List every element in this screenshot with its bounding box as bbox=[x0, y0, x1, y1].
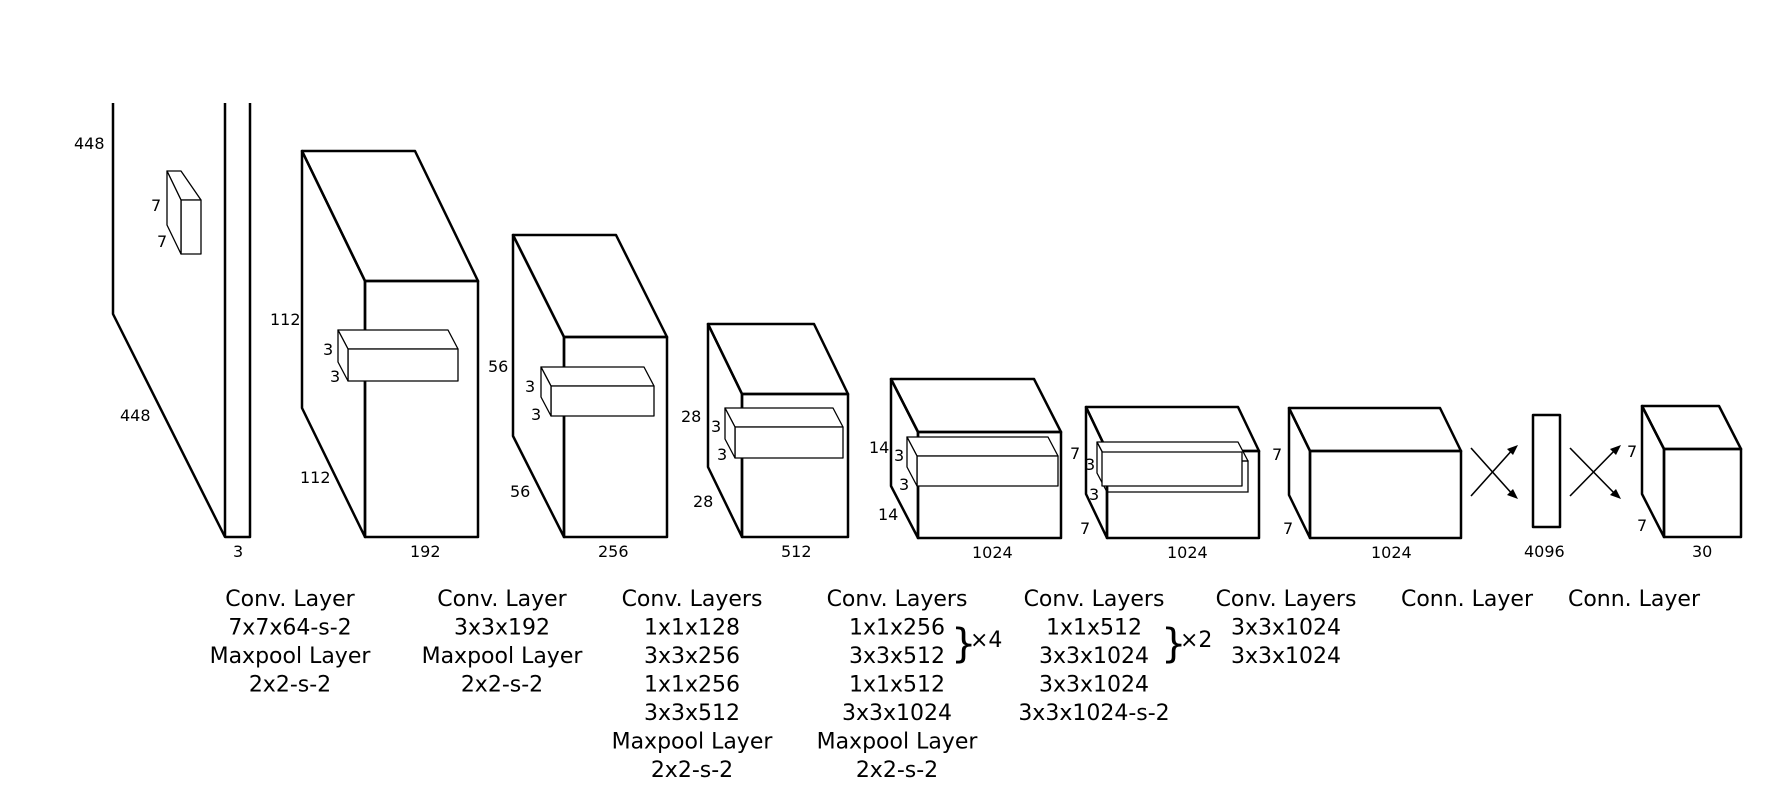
caption-3-line: Maxpool Layer bbox=[612, 730, 774, 755]
fc-width-label: 4096 bbox=[1524, 542, 1565, 561]
caption-3-line: 3x3x256 bbox=[644, 644, 740, 669]
caption-5-line: 3x3x1024 bbox=[1039, 673, 1149, 698]
kernel-block-2 bbox=[540, 366, 655, 417]
block2-width-label: 256 bbox=[598, 542, 629, 561]
repeat-count-1: ×4 bbox=[970, 628, 1002, 653]
fc-connection-arrows-2 bbox=[1569, 445, 1621, 499]
feature-block-4 bbox=[889, 377, 1063, 540]
caption-4-title: Conv. Layers bbox=[827, 587, 968, 612]
caption-6-title: Conv. Layers bbox=[1216, 587, 1357, 612]
kernel1-dim-a: 7 bbox=[151, 196, 161, 215]
kernel-7x7 bbox=[166, 170, 202, 255]
kernel-block-3 bbox=[724, 407, 844, 459]
block2-height-label: 56 bbox=[488, 357, 508, 376]
input-depth-label: 3 bbox=[233, 542, 243, 561]
caption-3-line: 1x1x256 bbox=[644, 673, 740, 698]
caption-1-line: 7x7x64-s-2 bbox=[228, 616, 351, 641]
caption-4-line: 1x1x256 bbox=[849, 616, 945, 641]
repeat-count-2: ×2 bbox=[1180, 628, 1212, 653]
caption-5-line: 3x3x1024-s-2 bbox=[1018, 701, 1169, 726]
block3-height-label: 28 bbox=[681, 407, 701, 426]
kernel-block-4 bbox=[906, 436, 1059, 487]
output-width-label: 30 bbox=[1692, 542, 1712, 561]
kernel6-dim-a: 3 bbox=[1085, 455, 1095, 474]
block4-depth-label: 14 bbox=[878, 505, 898, 524]
kernel4-dim-b: 3 bbox=[717, 445, 727, 464]
caption-3-title: Conv. Layers bbox=[622, 587, 763, 612]
block2-depth-label: 56 bbox=[510, 482, 530, 501]
block6-height-label: 7 bbox=[1272, 445, 1282, 464]
block6-width-label: 1024 bbox=[1371, 543, 1412, 562]
block1-depth-label: 112 bbox=[300, 468, 331, 487]
kernel5-dim-a: 3 bbox=[894, 446, 904, 465]
caption-6-line: 3x3x1024 bbox=[1231, 616, 1341, 641]
caption-8-title: Conn. Layer bbox=[1568, 587, 1701, 612]
caption-2-line: 2x2-s-2 bbox=[461, 673, 543, 698]
kernel2-dim-b: 3 bbox=[330, 367, 340, 386]
caption-1-line: 2x2-s-2 bbox=[249, 673, 331, 698]
kernel-block-5 bbox=[1096, 441, 1249, 493]
caption-2-title: Conv. Layer bbox=[437, 587, 567, 612]
kernel1-dim-b: 7 bbox=[157, 232, 167, 251]
block3-width-label: 512 bbox=[781, 542, 812, 561]
block5-width-label: 1024 bbox=[1167, 543, 1208, 562]
repeat-brace-2: } bbox=[1161, 621, 1186, 667]
output-height-label: 7 bbox=[1627, 442, 1637, 461]
caption-3-line: 1x1x128 bbox=[644, 616, 740, 641]
caption-5-title: Conv. Layers bbox=[1024, 587, 1165, 612]
block5-height-label: 7 bbox=[1070, 444, 1080, 463]
kernel3-dim-a: 3 bbox=[525, 377, 535, 396]
caption-5-line: 3x3x1024 bbox=[1039, 644, 1149, 669]
fc-4096-layer bbox=[1531, 413, 1562, 529]
block4-height-label: 14 bbox=[869, 438, 889, 457]
block5-depth-label: 7 bbox=[1080, 519, 1090, 538]
input-height-label: 448 bbox=[74, 134, 105, 153]
caption-4-line: 2x2-s-2 bbox=[856, 758, 938, 783]
block1-height-label: 112 bbox=[270, 310, 301, 329]
input-image-block bbox=[111, 103, 252, 539]
caption-3-line: 3x3x512 bbox=[644, 701, 740, 726]
caption-1-line: Maxpool Layer bbox=[210, 644, 372, 669]
block3-depth-label: 28 bbox=[693, 492, 713, 511]
block6-depth-label: 7 bbox=[1283, 519, 1293, 538]
feature-block-6 bbox=[1287, 406, 1463, 540]
output-depth-label: 7 bbox=[1637, 516, 1647, 535]
kernel5-dim-b: 3 bbox=[899, 475, 909, 494]
feature-block-1 bbox=[300, 149, 480, 539]
fc-connection-arrows-1 bbox=[1470, 445, 1518, 499]
input-diag-label: 448 bbox=[120, 406, 151, 425]
caption-4-line: 1x1x512 bbox=[849, 673, 945, 698]
feature-block-3 bbox=[706, 322, 850, 539]
caption-7-title: Conn. Layer bbox=[1401, 587, 1534, 612]
caption-2-line: Maxpool Layer bbox=[422, 644, 584, 669]
block4-width-label: 1024 bbox=[972, 543, 1013, 562]
caption-4-line: Maxpool Layer bbox=[817, 730, 979, 755]
kernel2-dim-a: 3 bbox=[323, 340, 333, 359]
feature-block-5 bbox=[1084, 405, 1261, 540]
caption-4-line: 3x3x1024 bbox=[842, 701, 952, 726]
feature-block-2 bbox=[511, 233, 669, 539]
kernel3-dim-b: 3 bbox=[531, 405, 541, 424]
output-block bbox=[1640, 404, 1743, 539]
kernel4-dim-a: 3 bbox=[711, 417, 721, 436]
caption-6-line: 3x3x1024 bbox=[1231, 644, 1341, 669]
caption-3-line: 2x2-s-2 bbox=[651, 758, 733, 783]
block1-width-label: 192 bbox=[410, 542, 441, 561]
caption-2-line: 3x3x192 bbox=[454, 616, 550, 641]
caption-5-line: 1x1x512 bbox=[1046, 616, 1142, 641]
kernel-block-1 bbox=[337, 329, 459, 382]
kernel6-dim-b: 3 bbox=[1089, 485, 1099, 504]
caption-4-line: 3x3x512 bbox=[849, 644, 945, 669]
repeat-brace-1: } bbox=[951, 621, 976, 667]
caption-1-title: Conv. Layer bbox=[225, 587, 355, 612]
